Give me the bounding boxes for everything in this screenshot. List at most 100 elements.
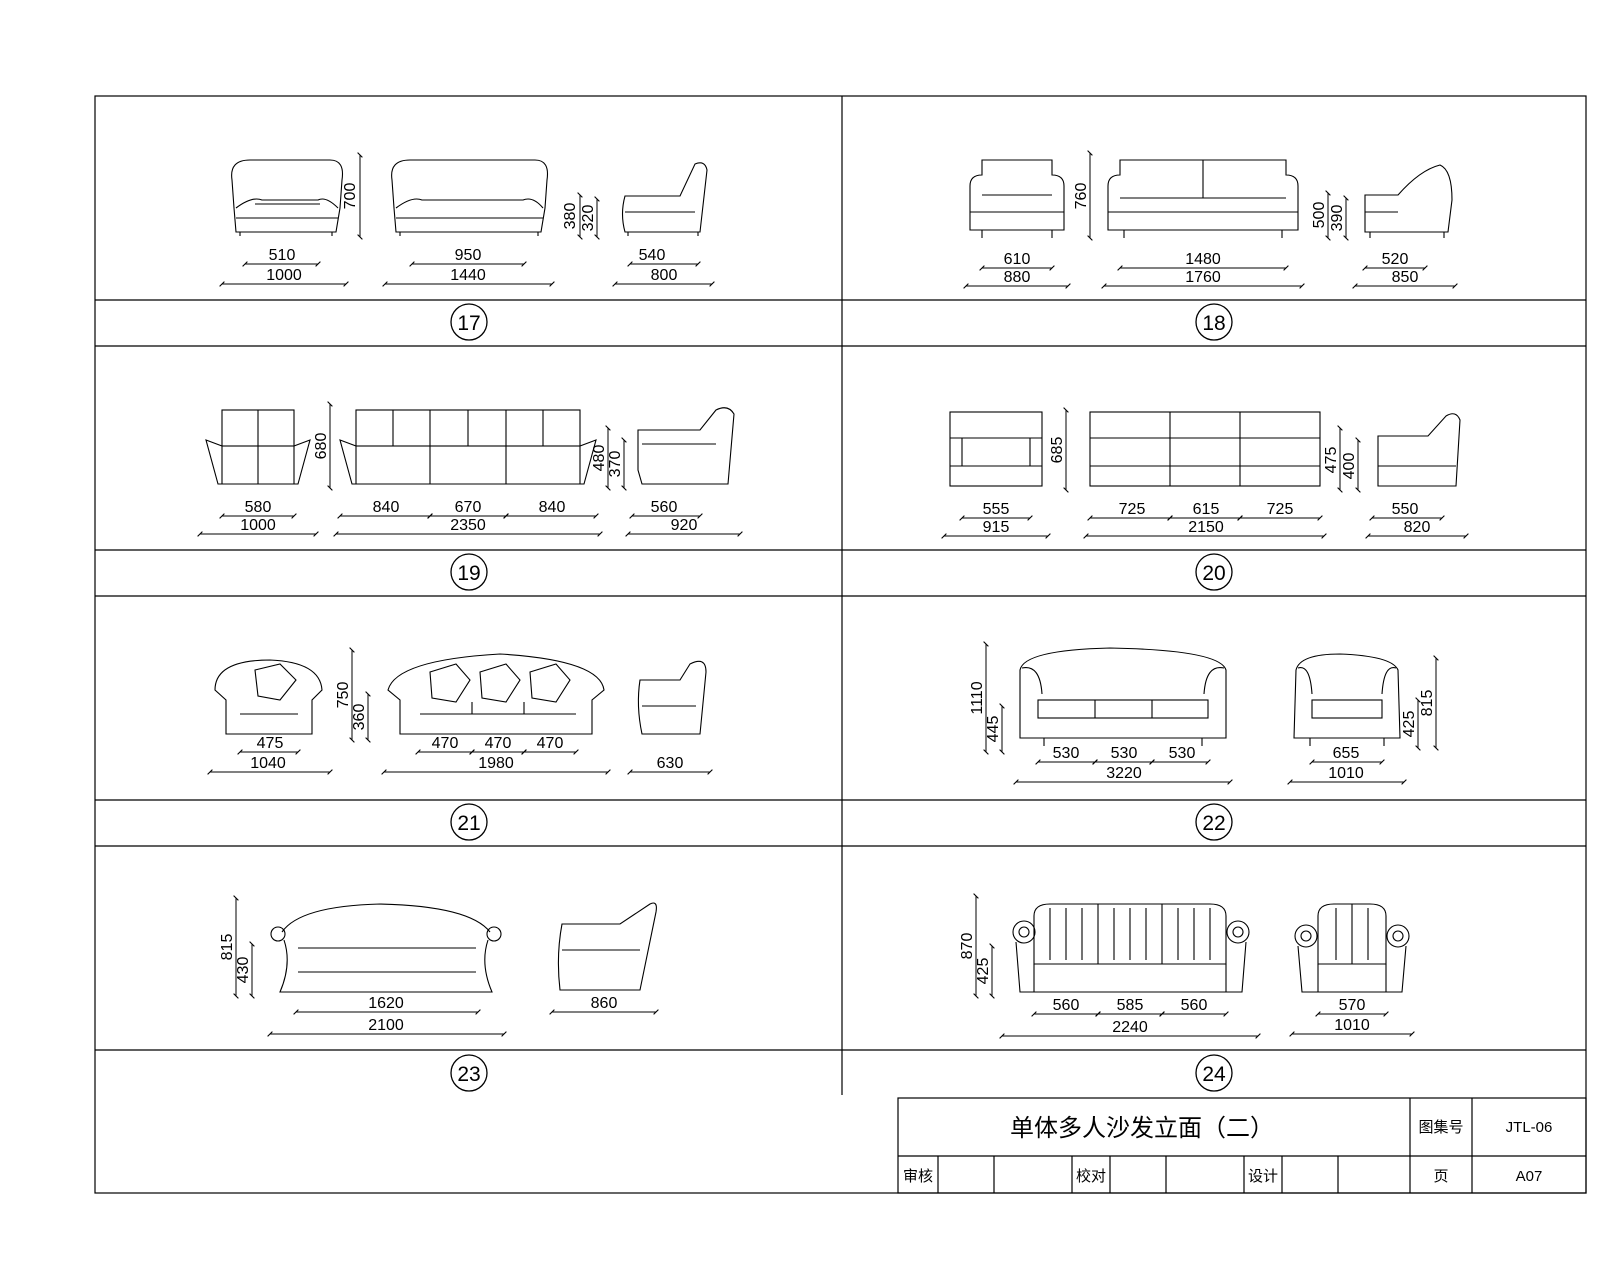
panel-number-label: 21 [457,812,480,835]
sofa-side-view-icon [557,902,657,991]
panel-number-19: 19 [450,553,488,591]
width-dimension-label: 570 [1339,997,1366,1014]
panel-19-drawings [205,407,735,485]
panel-number-18: 18 [1195,303,1233,341]
width-dimension-label: 585 [1117,997,1144,1014]
width-dimension-label: 725 [1267,501,1294,518]
panel-number-20: 20 [1195,553,1233,591]
panel-22-dimensions: 530 530 530 3220 655 1010 1110 445 425 8… [969,641,1439,785]
width-dimension-label: 1620 [368,995,404,1012]
height-dimension-label: 400 [1341,453,1358,480]
panel-number-24: 24 [1195,1054,1233,1092]
sofa-three-seat-icon [339,409,597,485]
height-dimension-label: 480 [591,445,608,472]
width-dimension-label: 1000 [266,267,302,284]
width-dimension-label: 510 [269,247,296,264]
width-dimension-label: 950 [455,247,482,264]
panel-number-label: 19 [457,562,480,585]
height-dimension-label: 500 [1311,202,1328,229]
page-label: 页 [1433,1168,1448,1185]
height-dimension-label: 680 [313,433,330,460]
sofa-side-view-icon [1364,164,1453,238]
width-dimension-label: 560 [1181,997,1208,1014]
width-dimension-label: 1480 [1185,251,1221,268]
check-label: 校对 [1076,1168,1106,1185]
width-dimension-label: 520 [1382,251,1409,268]
panel-20-drawings [949,411,1461,487]
height-dimension-label: 430 [235,957,252,984]
frame [94,95,1587,1194]
width-dimension-label: 530 [1053,745,1080,762]
width-dimension-label: 850 [1392,269,1419,286]
sofa-armchair-icon [214,659,323,735]
panel-20-dimensions: 555 915 725 615 725 2150 550 820 685 475… [941,407,1469,539]
panel-number-17: 17 [450,303,488,341]
height-dimension-label: 685 [1049,437,1066,464]
width-dimension-label: 560 [1053,997,1080,1014]
height-dimension-label: 320 [580,205,597,232]
panel-21-drawings [214,653,707,735]
page-code: A07 [1516,1168,1543,1185]
height-dimension-label: 370 [607,451,624,478]
width-dimension-label: 470 [432,735,459,752]
height-dimension-label: 360 [351,704,368,731]
width-dimension-label: 580 [245,499,272,516]
height-dimension-label: 475 [1323,447,1340,474]
panel-24-drawings [1012,903,1410,993]
height-dimension-label: 380 [562,203,579,230]
width-dimension-label: 670 [455,499,482,516]
width-dimension-label: 1010 [1334,1017,1370,1034]
width-dimension-label: 1440 [450,267,486,284]
height-dimension-label: 760 [1073,183,1090,210]
height-dimension-label: 815 [219,934,236,961]
sofa-three-seat-icon [1019,647,1227,746]
width-dimension-label: 2100 [368,1017,404,1034]
panel-numbers: 17 18 19 20 21 22 23 24 [450,303,1233,1092]
width-dimension-label: 2350 [450,517,486,534]
width-dimension-label: 560 [651,499,678,516]
width-dimension-label: 3220 [1106,765,1142,782]
width-dimension-label: 1760 [1185,269,1221,286]
width-dimension-label: 2150 [1188,519,1224,536]
width-dimension-label: 550 [1392,501,1419,518]
sofa-armchair-icon [231,159,344,236]
width-dimension-label: 555 [983,501,1010,518]
panel-17-drawings [231,159,708,236]
height-dimension-label: 445 [985,716,1002,743]
width-dimension-label: 530 [1111,745,1138,762]
width-dimension-label: 470 [485,735,512,752]
sofa-armchair-icon [949,411,1043,487]
sofa-three-seat-icon [270,903,502,993]
width-dimension-label: 880 [1004,269,1031,286]
sofa-armchair-icon [1293,653,1401,746]
width-dimension-label: 615 [1193,501,1220,518]
width-dimension-label: 1040 [250,755,286,772]
width-dimension-label: 530 [1169,745,1196,762]
panel-17-dimensions: 510 1000 950 1440 540 800 700 380 320 [219,152,715,287]
width-dimension-label: 1000 [240,517,276,534]
sofa-three-seat-icon [1107,159,1299,238]
sofa-three-seat-icon [1012,903,1250,993]
sofa-side-view-icon [1377,413,1461,487]
width-dimension-label: 1980 [478,755,514,772]
sofa-three-seat-icon [1089,411,1321,487]
sofa-three-seat-icon [391,159,549,236]
review-label: 审核 [903,1168,933,1185]
width-dimension-label: 860 [591,995,618,1012]
width-dimension-label: 470 [537,735,564,752]
panel-number-21: 21 [450,803,488,841]
height-dimension-label: 390 [1329,205,1346,232]
panel-23-drawings [270,902,657,993]
atlas-code: JTL-06 [1506,1119,1553,1136]
width-dimension-label: 540 [639,247,666,264]
panel-number-label: 24 [1202,1063,1226,1086]
panel-number-label: 22 [1202,812,1225,835]
design-label: 设计 [1248,1168,1278,1185]
width-dimension-label: 475 [257,735,284,752]
width-dimension-label: 800 [651,267,678,284]
height-dimension-label: 815 [1419,690,1436,717]
width-dimension-label: 915 [983,519,1010,536]
width-dimension-label: 840 [539,499,566,516]
sofa-three-seat-icon [387,653,605,735]
